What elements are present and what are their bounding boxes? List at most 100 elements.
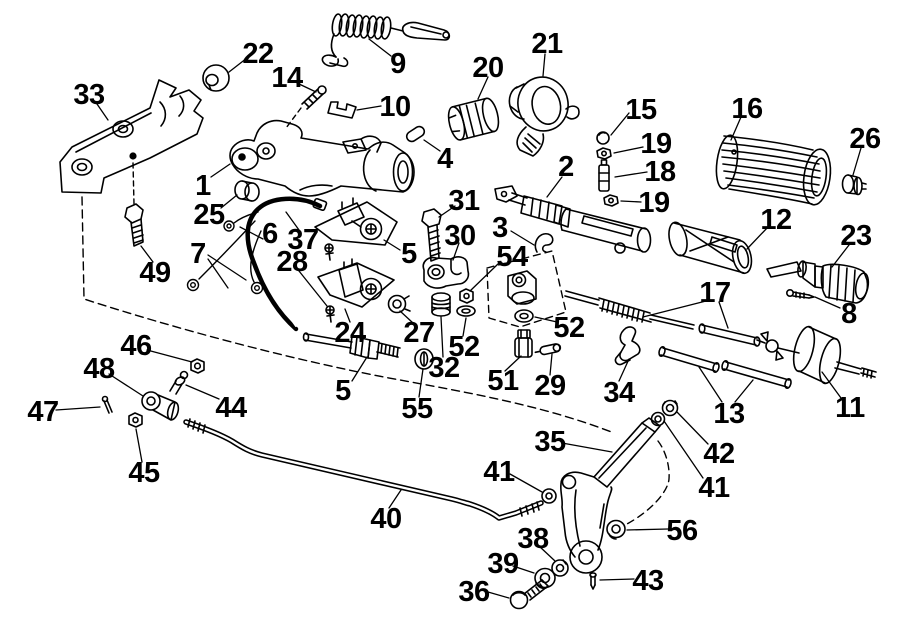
callout-32: 32 — [428, 352, 459, 384]
callout-16: 16 — [731, 93, 763, 125]
part-21-friction-lever — [508, 76, 580, 157]
callout-55: 55 — [401, 393, 433, 425]
callout-4: 4 — [437, 143, 453, 175]
callout-27: 27 — [403, 317, 434, 349]
callout-15: 15 — [625, 94, 657, 126]
part-41-nut-left — [541, 488, 557, 504]
part-17-cable-assembly — [564, 290, 800, 361]
part-26-cap — [841, 174, 867, 196]
part-19-nut-lower — [603, 194, 619, 207]
callout-3: 3 — [492, 212, 508, 244]
callout-18: 18 — [644, 156, 676, 188]
part-44-ball-stud — [169, 370, 189, 395]
callout-22: 22 — [242, 38, 273, 70]
part-30-bracket — [422, 256, 470, 289]
part-43-pin — [589, 572, 597, 590]
callout-48: 48 — [83, 353, 115, 385]
part-18-detent-pin — [598, 159, 610, 192]
part-38-lockwasher — [551, 559, 569, 577]
part-1-steering-handle — [229, 119, 415, 197]
callout-44: 44 — [215, 392, 247, 424]
part-34-anchor-bracket — [614, 326, 641, 366]
dashed-reference-lines — [81, 107, 670, 526]
callout-42: 42 — [703, 438, 734, 470]
callout-34: 34 — [603, 377, 635, 409]
callout-19-lower: 19 — [638, 187, 670, 219]
part-9-lanyard-spring — [321, 13, 451, 68]
part-49-bolt — [124, 203, 144, 247]
part-6-7-wire-leads — [186, 211, 264, 295]
callout-47: 47 — [27, 396, 58, 428]
callout-35: 35 — [534, 426, 566, 458]
callout-41-left: 41 — [483, 456, 515, 488]
callout-12: 12 — [760, 204, 791, 236]
callout-52-left: 52 — [448, 331, 479, 363]
part-27-friction-ring — [387, 294, 411, 314]
part-10-clip — [327, 101, 357, 119]
callout-56: 56 — [666, 515, 698, 547]
part-52-washer-left — [456, 305, 476, 317]
callout-9: 9 — [390, 48, 406, 80]
callout-33: 33 — [73, 79, 105, 111]
callout-52-right: 52 — [553, 312, 584, 344]
callout-31: 31 — [448, 185, 480, 217]
part-51-swivel-pin — [514, 329, 533, 358]
callout-24: 24 — [334, 317, 366, 349]
part-55-grommet — [414, 348, 434, 370]
part-29-pin — [534, 343, 562, 356]
callout-8: 8 — [841, 298, 857, 330]
part-23-ratchet — [766, 260, 870, 304]
part-25-bushing — [234, 180, 260, 202]
callout-51: 51 — [487, 365, 519, 397]
callout-20: 20 — [472, 52, 503, 84]
callout-37: 37 — [287, 224, 318, 256]
callout-39: 39 — [487, 548, 519, 580]
part-4-pin — [405, 125, 426, 143]
part-22-grommet — [202, 64, 230, 92]
part-46-locknut — [190, 358, 205, 374]
part-13-tubes — [658, 346, 792, 389]
callout-leader-lines — [55, 38, 862, 599]
callout-41-right: 41 — [698, 472, 730, 504]
callout-29: 29 — [534, 370, 566, 402]
part-15-ball — [596, 131, 610, 145]
callout-40: 40 — [370, 503, 401, 535]
part-12-gear-sleeve — [668, 221, 753, 275]
part-3-spring-clip — [534, 233, 554, 253]
callout-23: 23 — [840, 220, 872, 252]
part-31-bolt — [421, 208, 442, 262]
part-41-washer-right — [650, 411, 666, 427]
part-24-switch-plate-lower — [317, 258, 395, 308]
part-33-bracket-cover — [59, 79, 204, 194]
callout-11: 11 — [835, 392, 865, 424]
callout-2: 2 — [558, 151, 574, 183]
part-54-swivel-block — [459, 270, 537, 305]
callout-45: 45 — [128, 457, 160, 489]
part-28-screw-lower — [325, 305, 335, 323]
part-52-washer-right — [514, 309, 534, 323]
callout-36: 36 — [458, 576, 490, 608]
part-47-cotter-pin — [101, 395, 113, 414]
part-40-link-rod — [183, 418, 544, 521]
part-5-switch-plate-upper — [314, 197, 398, 246]
part-42-nut — [661, 399, 679, 417]
part-5-cable-end — [302, 332, 401, 360]
part-16-grip — [715, 134, 832, 206]
callout-54: 54 — [496, 241, 528, 273]
part-35-steering-arm — [559, 417, 661, 574]
part-20-collar — [447, 97, 500, 141]
callout-49: 49 — [139, 257, 171, 289]
callout-38: 38 — [517, 523, 549, 555]
callout-5-lower: 5 — [335, 375, 351, 407]
callout-26: 26 — [849, 123, 881, 155]
callout-5-upper: 5 — [401, 238, 417, 270]
callout-10: 10 — [379, 91, 410, 123]
callout-43: 43 — [632, 565, 664, 597]
callout-6: 6 — [262, 218, 278, 250]
callout-13: 13 — [713, 398, 745, 430]
callout-28: 28 — [276, 246, 308, 278]
part-28-screw-upper — [324, 243, 334, 261]
part-48-rod-end — [141, 391, 180, 421]
